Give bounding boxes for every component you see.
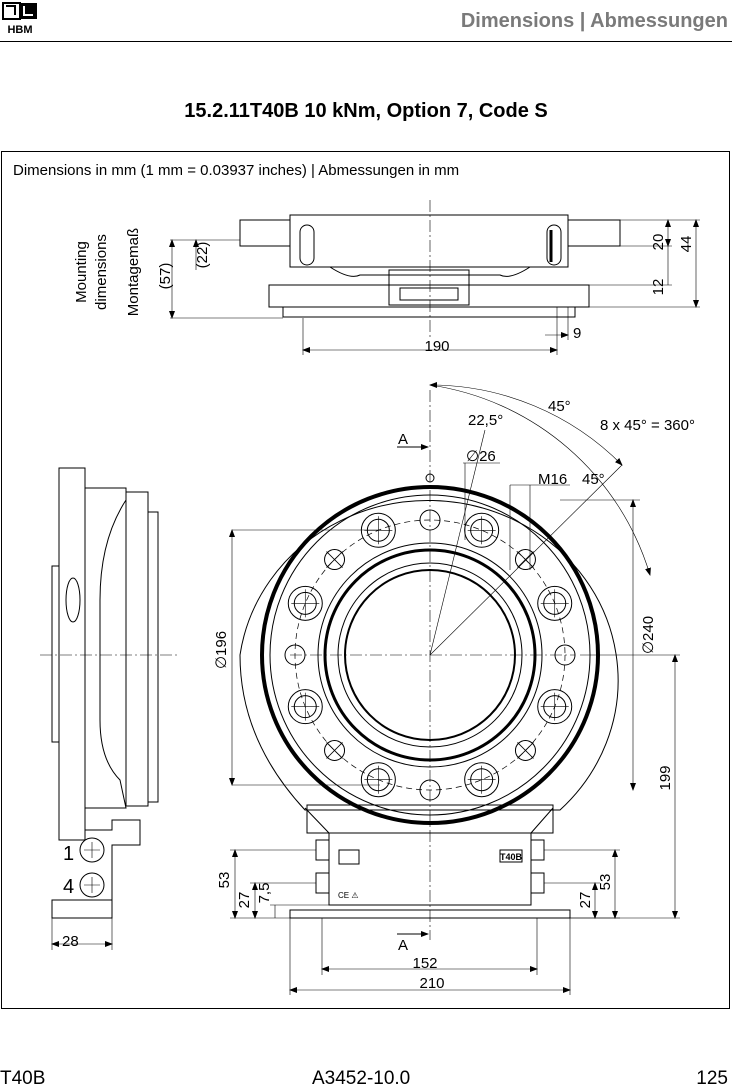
dim-28: 28 xyxy=(62,933,79,950)
front-view-labels: A A 22,5° 45° 45° 8 x 45° = 360° ∅26 M16… xyxy=(213,398,695,992)
bolt-hole xyxy=(360,512,396,548)
bolt-hole xyxy=(419,509,441,531)
drawing-caption: Dimensions in mm (1 mm = 0.03937 inches)… xyxy=(13,162,460,179)
thread-m16: M16 xyxy=(538,471,567,488)
dim-9: 9 xyxy=(573,325,581,342)
front-view xyxy=(229,381,680,995)
bolt-hole-pattern xyxy=(284,509,576,801)
header-title: Dimensions | Abmessungen xyxy=(460,10,728,32)
nameplate-brand: T40B xyxy=(500,852,523,862)
dim-22: (22) xyxy=(194,242,211,269)
dim-27-right: 27 xyxy=(577,892,594,909)
dim-152: 152 xyxy=(412,955,437,972)
pattern-note: 8 x 45° = 360° xyxy=(600,417,695,434)
drawing-frame xyxy=(1,151,730,1009)
bolt-hole xyxy=(360,762,396,798)
dim-44: 44 xyxy=(678,236,695,253)
bolt-hole xyxy=(287,689,323,725)
mounting-label-2: dimensions xyxy=(93,234,110,310)
bolt-hole xyxy=(419,779,441,801)
bolt-hole xyxy=(464,762,500,798)
dia-26: ∅26 xyxy=(466,448,496,465)
angle-45-a: 45° xyxy=(548,398,571,415)
section-a-bottom: A xyxy=(398,937,408,954)
angle-22-5: 22,5° xyxy=(468,412,503,429)
header-rule xyxy=(0,41,732,42)
ce-mark: CE ⚠ xyxy=(338,891,359,900)
bolt-hole xyxy=(554,644,576,666)
bolt-hole xyxy=(514,739,536,761)
bolt-hole xyxy=(284,644,306,666)
dim-27-left: 27 xyxy=(236,892,253,909)
dia-196: ∅196 xyxy=(213,631,230,669)
bolt-hole xyxy=(287,585,323,621)
bolt-hole xyxy=(537,585,573,621)
dim-7-5: 7,5 xyxy=(256,883,273,904)
side-view xyxy=(40,467,180,950)
mounting-label-3: Montagemaß xyxy=(125,228,142,316)
bolt-hole xyxy=(514,549,536,571)
dim-210: 210 xyxy=(419,975,444,992)
mounting-label-1: Mounting xyxy=(73,241,90,303)
section-title: 15.2.11T40B 10 kNm, Option 7, Code S xyxy=(184,100,548,122)
dia-240: ∅240 xyxy=(640,616,657,654)
dim-199: 199 xyxy=(657,765,674,790)
dim-190: 190 xyxy=(424,338,449,355)
bolt-hole xyxy=(324,739,346,761)
top-view-labels: Mounting dimensions Montagemaß (57) (22)… xyxy=(73,228,695,355)
dim-53-left: 53 xyxy=(216,872,233,889)
connector-1-label: 1 xyxy=(63,843,74,865)
dim-12: 12 xyxy=(650,279,667,296)
footer-page-number: 125 xyxy=(696,1068,728,1089)
section-a-top: A xyxy=(398,431,408,448)
bolt-hole xyxy=(324,549,346,571)
bolt-hole xyxy=(537,689,573,725)
footer-product: T40B xyxy=(0,1068,46,1089)
bolt-hole xyxy=(464,512,500,548)
hbm-logo: HBM xyxy=(2,2,37,36)
dim-53-right: 53 xyxy=(597,874,614,891)
connector-4-label: 4 xyxy=(63,876,74,898)
dim-20: 20 xyxy=(650,234,667,251)
side-view-labels: 1 4 28 xyxy=(62,843,79,950)
top-view xyxy=(169,200,700,355)
dim-57: (57) xyxy=(157,263,174,290)
angle-45-b: 45° xyxy=(582,471,605,488)
logo-text: HBM xyxy=(7,24,32,36)
footer-doc-number: A3452-10.0 xyxy=(312,1068,411,1089)
